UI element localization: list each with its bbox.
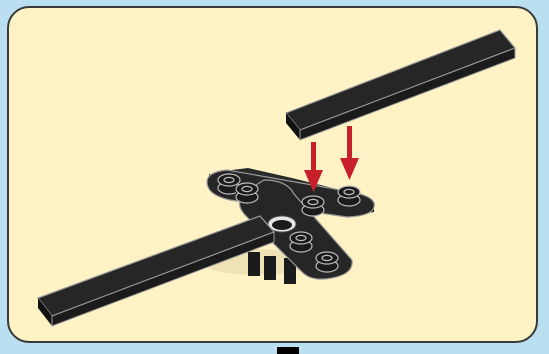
stud [290,232,312,252]
tile-1x12-piece [286,30,515,140]
stud [302,196,324,216]
instruction-panel [7,6,538,343]
stud [236,183,258,203]
instruction-illustration [9,8,538,343]
arrow-down-icon [340,126,359,180]
stud [316,252,338,272]
stud [338,186,360,206]
bottom-edge-marker [277,347,299,354]
